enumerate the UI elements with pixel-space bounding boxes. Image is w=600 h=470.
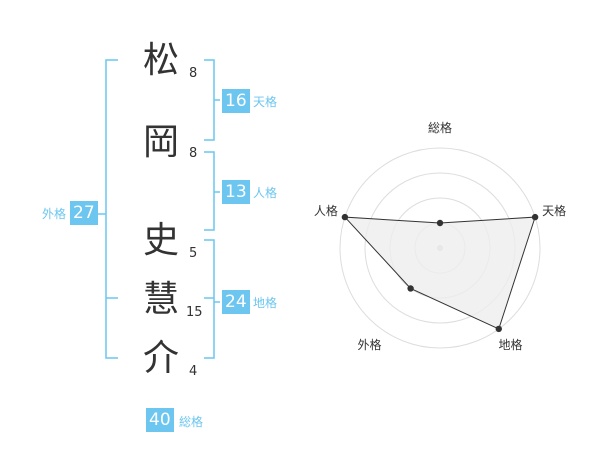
- jinkaku-bracket: [204, 151, 215, 231]
- jinkaku-label: 人格: [253, 186, 278, 200]
- name-char-2: 岡: [142, 122, 179, 163]
- radar-axis-label: 外格: [357, 337, 381, 352]
- radar-point: [407, 285, 414, 292]
- chikaku-bracket: [204, 239, 215, 359]
- tenkaku-bracket: [204, 59, 215, 141]
- stroke-count-3: 5: [189, 246, 198, 261]
- radar-point: [436, 219, 444, 227]
- gaikaku-value: 27: [70, 201, 98, 225]
- radar-polygon: [343, 216, 536, 330]
- gaikaku-label: 外格: [42, 207, 67, 221]
- radar-axis-label: 天格: [542, 203, 566, 218]
- stroke-count-5: 4: [189, 364, 198, 379]
- soukaku-value: 40: [146, 408, 174, 432]
- radar-ring: [339, 147, 541, 349]
- name-char-5: 介: [142, 338, 179, 379]
- chikaku-label: 地格: [253, 296, 278, 310]
- jinkaku-value: 13: [222, 180, 250, 204]
- radar-axis-label: 人格: [314, 203, 338, 218]
- tenkaku-label: 天格: [253, 95, 278, 109]
- radar-axis-label: 総格: [428, 120, 452, 135]
- stroke-count-4: 15: [186, 305, 203, 320]
- gaikaku-bracket: [105, 59, 118, 359]
- chikaku-value: 24: [222, 290, 250, 314]
- tenkaku-value: 16: [222, 89, 250, 113]
- name-char-3: 史: [142, 220, 179, 261]
- name-char-4: 慧: [142, 279, 179, 320]
- stroke-count-1: 8: [189, 66, 198, 81]
- radar-point: [531, 213, 539, 221]
- name-char-1: 松: [142, 40, 179, 81]
- radar-point: [341, 213, 349, 221]
- stroke-count-2: 8: [189, 146, 198, 161]
- radar-axis-label: 地格: [499, 337, 523, 352]
- soukaku-label: 総格: [179, 415, 204, 429]
- radar-point: [495, 325, 502, 333]
